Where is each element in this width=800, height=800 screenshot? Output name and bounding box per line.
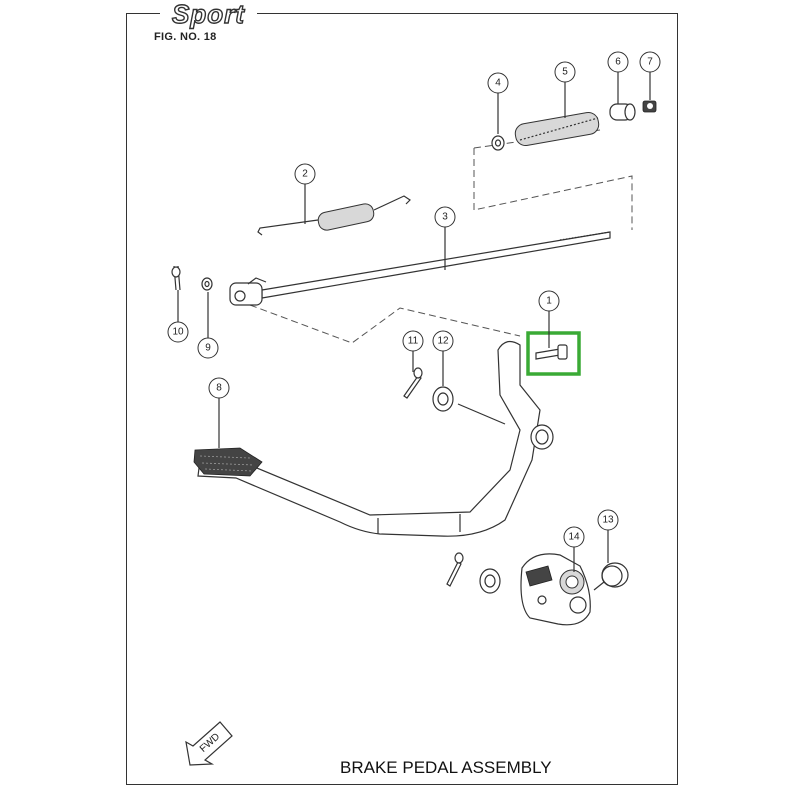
part-brake-rod-3	[229, 231, 611, 306]
callout-11: 11	[402, 330, 424, 352]
part-torsion-spring-13	[593, 562, 629, 591]
callout-leaders	[177, 72, 651, 572]
callout-7: 7	[639, 51, 661, 73]
callout-4-label: 4	[495, 78, 501, 89]
callout-3: 3	[434, 206, 456, 228]
alignment-dash-upper	[473, 148, 633, 230]
callout-9: 9	[197, 337, 219, 359]
diagram-title: BRAKE PEDAL ASSEMBLY	[340, 758, 552, 777]
callout-2: 2	[294, 163, 316, 185]
part-washer-4	[491, 135, 505, 151]
fwd-arrow-icon: FWD	[185, 721, 233, 766]
part-cotter-pin-10	[171, 265, 181, 291]
callout-6-label: 6	[615, 57, 621, 68]
part-lower-washer	[479, 568, 501, 594]
alignment-dash-middle	[249, 304, 521, 344]
callout-6: 6	[607, 51, 629, 73]
callout-2-label: 2	[302, 169, 308, 180]
callout-11-label: 11	[408, 336, 419, 347]
callout-4: 4	[487, 72, 509, 94]
callout-5-label: 5	[562, 67, 568, 78]
part-split-pin-11	[403, 367, 423, 399]
callout-8: 8	[208, 377, 230, 399]
leader-washer-pedal	[457, 403, 506, 425]
part-1-highlight-box	[526, 331, 581, 376]
callout-12: 12	[432, 330, 454, 352]
callout-10: 10	[167, 321, 189, 343]
callout-14: 14	[563, 526, 585, 548]
part-bolt-1	[535, 344, 568, 360]
sport-logo: Sport	[160, 0, 257, 28]
callout-8-label: 8	[216, 383, 222, 394]
figure-frame	[126, 13, 678, 785]
part-collar-6	[609, 103, 636, 121]
part-washer-9	[201, 277, 213, 291]
callout-13-label: 13	[602, 515, 614, 526]
callout-7-label: 7	[647, 57, 653, 68]
part-return-spring-2	[257, 195, 411, 236]
callout-5: 5	[554, 61, 576, 83]
callout-1: 1	[538, 290, 560, 312]
callout-10-label: 10	[172, 327, 184, 338]
part-nut-7	[642, 100, 657, 113]
callout-3-label: 3	[442, 212, 448, 223]
figure-number: FIG. NO. 18	[154, 31, 217, 43]
callout-12-label: 12	[437, 336, 449, 347]
callout-9-label: 9	[205, 343, 211, 354]
part-brake-pedal-8	[193, 340, 554, 537]
callout-13: 13	[597, 509, 619, 531]
part-lower-split-pin	[446, 552, 464, 587]
part-spring-5	[514, 111, 600, 147]
part-pivot-bracket-14	[520, 553, 591, 626]
callout-1-label: 1	[546, 296, 552, 307]
callout-14-label: 14	[568, 532, 580, 543]
part-washer-12	[432, 386, 454, 412]
